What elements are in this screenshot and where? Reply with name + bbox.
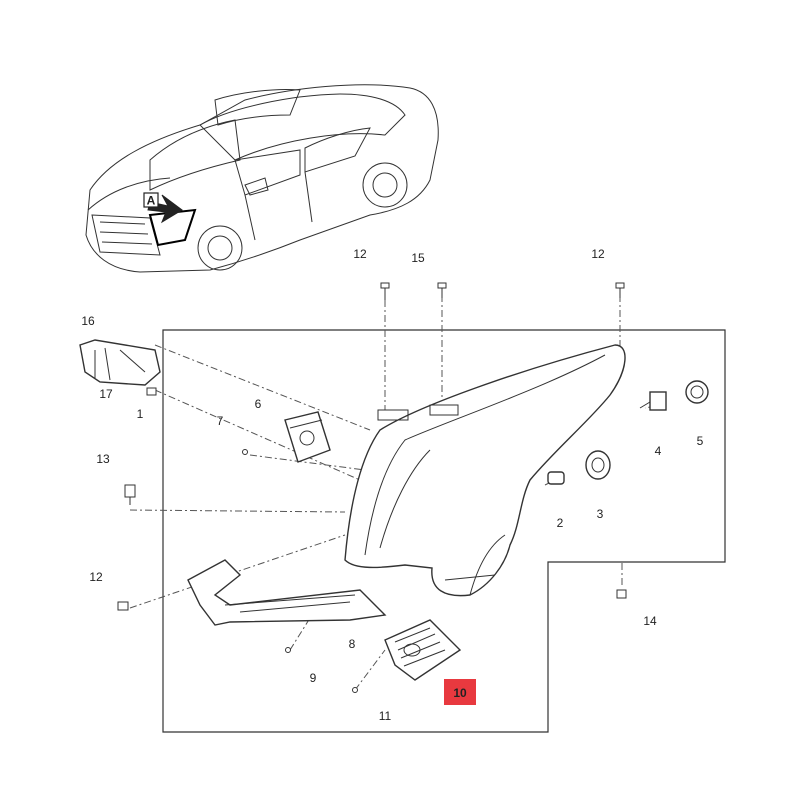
- bulb-4: [639, 391, 667, 411]
- callout-10-highlight: 10: [444, 679, 476, 705]
- heat-sink-module-10: [384, 619, 462, 681]
- view-arrow: A: [143, 192, 183, 224]
- vehicle-illustration: [85, 84, 439, 273]
- fastener-bolt-12-left: [117, 601, 129, 611]
- lamp-bracket-8: [187, 559, 387, 626]
- callout-9: 9: [310, 671, 317, 685]
- callout-12-left: 12: [89, 570, 103, 584]
- fastener-bolt-15: [437, 282, 447, 298]
- callout-10: 10: [453, 686, 467, 700]
- fastener-screw-7: [242, 449, 248, 455]
- callout-13: 13: [96, 452, 110, 466]
- callout-1: 1: [137, 407, 144, 421]
- callout-2: 2: [557, 516, 564, 530]
- fastener-clip-13: [124, 484, 136, 505]
- callout-7: 7: [217, 414, 224, 428]
- headlamp-assembly: [344, 344, 626, 597]
- fastener-screw-11: [352, 687, 358, 693]
- callout-5: 5: [697, 434, 704, 448]
- callout-17: 17: [99, 387, 113, 401]
- bulb-2: [547, 471, 565, 485]
- fastener-clip-17: [146, 387, 157, 396]
- fastener-bolt-12-right: [615, 282, 625, 298]
- callout-12-right: 12: [591, 247, 605, 261]
- callout-16: 16: [81, 314, 95, 328]
- callout-15: 15: [411, 251, 425, 265]
- cap-5: [685, 380, 709, 404]
- callout-8: 8: [349, 637, 356, 651]
- fastener-bolt-14: [616, 589, 627, 599]
- callout-labels: 1 2 3 4 5 6 7 8 9 11 12 12 12 13 14 15 1…: [81, 247, 703, 723]
- assembly-frame: [162, 329, 726, 733]
- callout-14: 14: [643, 614, 657, 628]
- callout-4: 4: [655, 444, 662, 458]
- callout-11: 11: [379, 709, 392, 723]
- callout-12-top: 12: [353, 247, 367, 261]
- callout-6: 6: [255, 397, 262, 411]
- control-module-6: [284, 411, 331, 463]
- fastener-bolt-12-top: [380, 282, 390, 300]
- view-marker-label: A: [147, 194, 156, 208]
- callout-3: 3: [597, 507, 604, 521]
- socket-3: [585, 450, 611, 480]
- bracket-16: [79, 339, 161, 386]
- fastener-screw-9: [285, 647, 291, 653]
